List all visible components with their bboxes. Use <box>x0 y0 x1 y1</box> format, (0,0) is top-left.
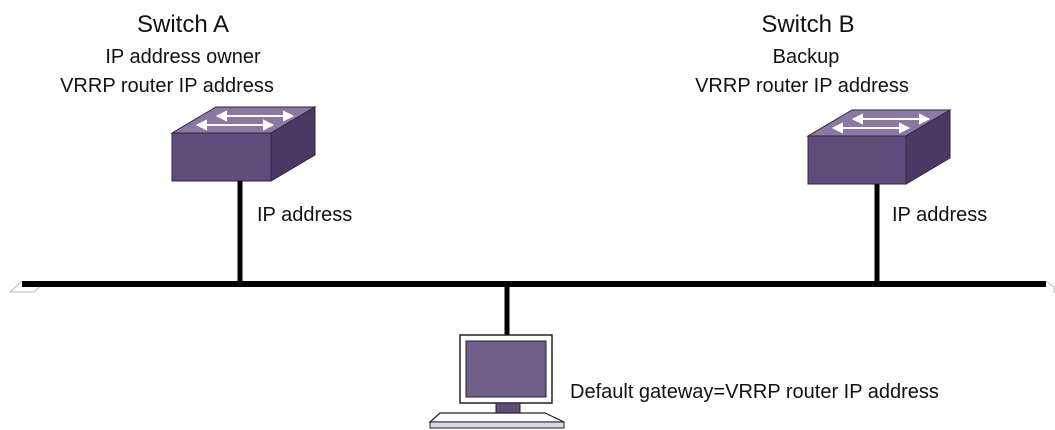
switch-a-title: Switch A <box>136 11 230 38</box>
switch-b-icon <box>806 109 952 185</box>
switch-a-port-label: IP address <box>257 204 353 226</box>
switch-a-icon <box>170 106 317 182</box>
switch-b-role: Backup <box>772 46 840 68</box>
switch-a-vrrp-label: VRRP router IP address <box>60 75 274 97</box>
workstation-icon <box>428 334 565 429</box>
switch-b-port-label: IP address <box>892 204 988 226</box>
lan-segment <box>8 280 1055 293</box>
switch-a-role: IP address owner <box>105 46 261 68</box>
switch-b-vrrp-label: VRRP router IP address <box>695 75 909 97</box>
switch-b-title: Switch B <box>761 11 855 38</box>
default-gateway-label: Default gateway=VRRP router IP address <box>570 381 939 403</box>
